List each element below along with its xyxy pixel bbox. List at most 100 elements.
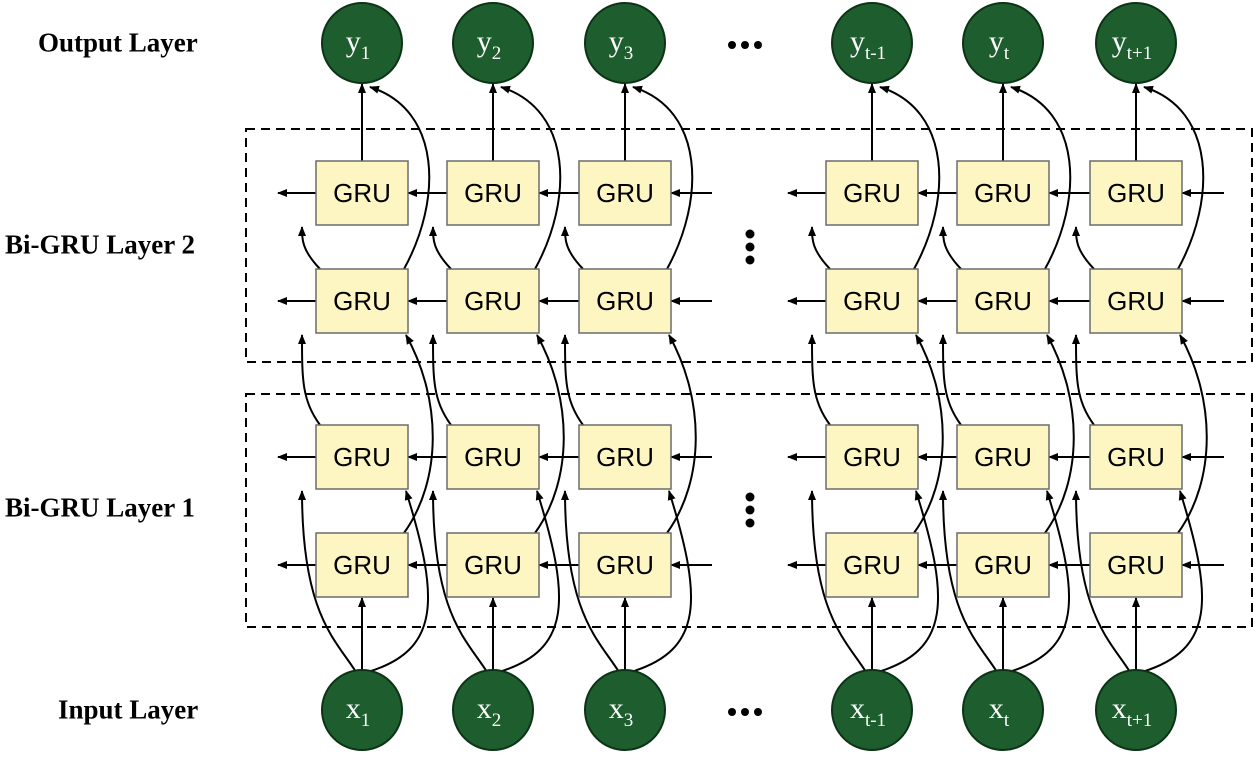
label-bigru-layer-1: Bi-GRU Layer 1 [5,492,195,523]
skip-arrow [1141,490,1203,673]
skip-arrow [877,490,939,673]
skip-arrow [939,226,962,270]
skip-arrow [630,490,692,673]
gru-cell-label: GRU [843,178,901,208]
gru-cell: GRU [956,532,1050,598]
output-node-circle [452,2,534,84]
gru-cell-label: GRU [464,550,522,580]
ellipsis-dot [754,41,762,49]
input-node-label: xt [989,692,1010,731]
input-node-sub: 1 [361,710,371,731]
gru-cell-label: GRU [843,442,901,472]
skip-arrow [879,85,941,270]
skip-arrow [939,334,962,426]
input-node-circle [962,669,1044,751]
skip-arrow [429,334,452,426]
skip-arrow [1177,334,1208,534]
label-output-layer: Output Layer [38,27,198,58]
gru-cell: GRU [1089,160,1183,226]
output-node: yt [962,2,1044,84]
bigru-layer-1-box [245,393,1253,628]
gru-cell-label: GRU [1107,442,1165,472]
output-node-sub: t [1004,43,1010,64]
gru-cell: GRU [446,160,540,226]
skip-arrow [403,334,434,534]
input-node-circle [831,669,913,751]
gru-cell-box [315,424,409,490]
gru-cell-box [956,424,1050,490]
output-node-sub: 3 [624,43,634,64]
output-node-circle [1095,2,1177,84]
skip-arrow [429,226,452,270]
gru-cell-box [578,532,672,598]
skip-arrow [534,334,565,534]
input-node-sub: t+1 [1127,710,1153,731]
skip-arrow [1143,85,1205,270]
output-node-sub: t-1 [865,43,886,64]
gru-cell: GRU [825,160,919,226]
skip-arrow [1072,490,1131,673]
gru-cell-box [315,532,409,598]
gru-cell-label: GRU [596,550,654,580]
ellipsis-dot [745,492,755,502]
skip-arrow [1010,85,1072,270]
input-node: x3 [584,669,666,751]
gru-cell-box [825,268,919,334]
gru-cell-box [446,160,540,226]
gru-cell: GRU [315,268,409,334]
output-node-circle [321,2,403,84]
input-node-sub: 3 [624,710,634,731]
ellipsis-dot [745,229,755,239]
skip-arrow [561,490,620,673]
gru-cell: GRU [315,160,409,226]
input-node-label: x1 [346,692,371,731]
output-node: yt+1 [1095,2,1177,84]
input-node-base: x [1112,692,1127,725]
gru-cell-label: GRU [596,178,654,208]
ellipsis-dot [728,41,736,49]
gru-cell-label: GRU [333,442,391,472]
skip-arrow [1072,334,1095,426]
ellipsis-dot [745,255,755,265]
gru-cell-box [315,268,409,334]
skip-arrow [367,490,429,673]
gru-cell-label: GRU [596,286,654,316]
ellipsis-dot [741,708,749,716]
gru-cell-label: GRU [333,178,391,208]
gru-cell: GRU [1089,424,1183,490]
gru-cell-box [956,268,1050,334]
skip-arrow [1008,490,1070,673]
gru-cell: GRU [446,532,540,598]
skip-arrow [939,490,998,673]
gru-cell-label: GRU [974,178,1032,208]
output-node: y3 [584,2,666,84]
skip-arrow [298,334,321,426]
gru-cell: GRU [956,160,1050,226]
input-node: xt [962,669,1044,751]
input-node-circle [584,669,666,751]
gru-cell: GRU [315,532,409,598]
output-node-circle [831,2,913,84]
gru-cell-box [825,532,919,598]
gru-cell: GRU [315,424,409,490]
gru-cell: GRU [578,268,672,334]
skip-arrow [369,85,431,270]
gru-cell-box [315,160,409,226]
input-node-label: xt+1 [1112,692,1153,731]
input-node-sub: t [1004,710,1010,731]
gru-cell-box [825,160,919,226]
input-node-circle [452,669,534,751]
gru-cell-label: GRU [333,550,391,580]
input-node-base: x [477,692,492,725]
gru-cell: GRU [1089,532,1183,598]
gru-cell: GRU [825,532,919,598]
skip-arrow [808,490,867,673]
gru-cell-label: GRU [1107,286,1165,316]
skip-arrow [666,334,697,534]
output-node-circle [962,2,1044,84]
output-node-base: y [850,25,865,58]
gru-cell-box [578,268,672,334]
gru-cell: GRU [825,424,919,490]
